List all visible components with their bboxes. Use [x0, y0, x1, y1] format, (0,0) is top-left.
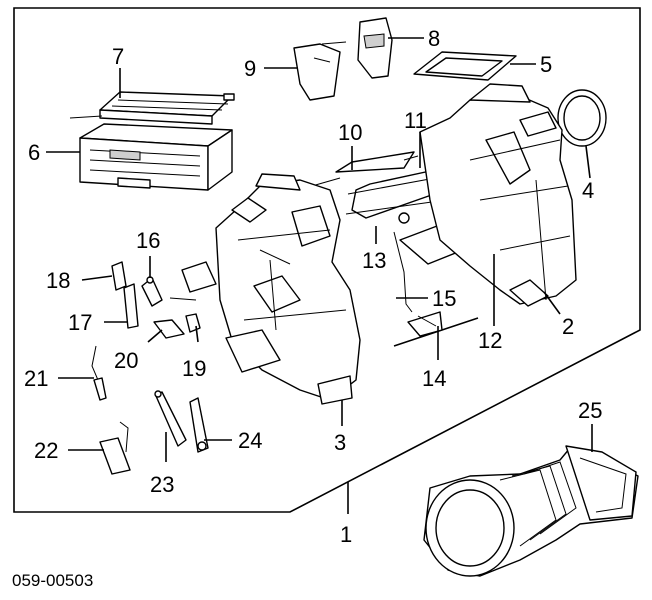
- callout-4: 4: [582, 178, 594, 203]
- part-9-bracket: [293, 41, 347, 101]
- part-21-rod: [91, 345, 107, 401]
- leader-lines: [46, 37, 593, 514]
- callout-16: 16: [136, 228, 160, 253]
- part-23-arm: [154, 390, 187, 447]
- callout-9: 9: [244, 56, 256, 81]
- callout-15: 15: [432, 286, 456, 311]
- part-17-lever: [123, 283, 139, 329]
- callout-22: 22: [34, 438, 58, 463]
- callout-1: 1: [340, 522, 352, 547]
- part-5-gasket: [413, 51, 517, 81]
- callout-25: 25: [578, 398, 602, 423]
- part-20-arm: [153, 297, 197, 339]
- callout-8: 8: [428, 26, 440, 51]
- callout-12: 12: [478, 328, 502, 353]
- callout-20: 20: [114, 348, 138, 373]
- callout-labels: 7 6 9 8 5 4 10 11 13 12 2 15 14 16 18 17…: [24, 26, 602, 547]
- part-3-case-left: [181, 173, 361, 405]
- part-22-lever: [99, 421, 131, 475]
- part-24-lever: [189, 397, 209, 453]
- callout-5: 5: [540, 52, 552, 77]
- callout-14: 14: [422, 366, 446, 391]
- callout-19: 19: [182, 356, 206, 381]
- part-7-core-plate: [69, 91, 235, 131]
- part-16-link: [141, 276, 163, 307]
- callout-11: 11: [404, 108, 427, 133]
- part-10-damper-plate: [311, 151, 419, 187]
- callout-7: 7: [112, 44, 124, 69]
- part-6-heater-core: [79, 123, 233, 191]
- callout-13: 13: [362, 248, 386, 273]
- callout-3: 3: [334, 430, 346, 455]
- part-18-clip: [111, 261, 127, 291]
- callout-18: 18: [46, 268, 70, 293]
- diagram-code: 059-00503: [12, 571, 93, 590]
- callout-24: 24: [238, 428, 262, 453]
- part-8-bracket: [357, 17, 393, 79]
- part-15-rod: [393, 231, 413, 313]
- part-19-clip: [185, 313, 201, 333]
- part-2-case-right: [419, 83, 577, 307]
- callout-17: 17: [68, 310, 92, 335]
- callout-10: 10: [338, 120, 362, 145]
- callout-6: 6: [28, 140, 40, 165]
- part-4-seal-ring: [557, 89, 607, 147]
- callout-21: 21: [24, 366, 48, 391]
- callout-2: 2: [562, 314, 574, 339]
- part-14-link: [393, 311, 479, 347]
- callout-23: 23: [150, 472, 174, 497]
- assembly-frame: [13, 7, 641, 513]
- part-25-duct: [423, 445, 639, 577]
